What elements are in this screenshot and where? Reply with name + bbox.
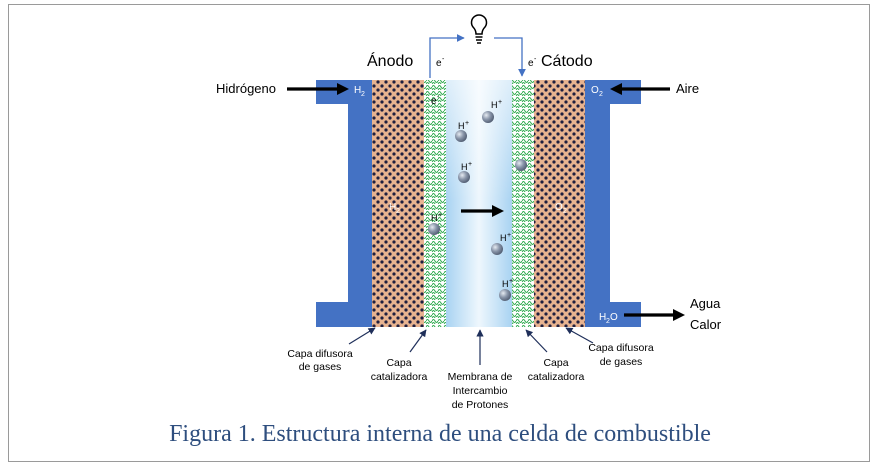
gdl-left-callout-line1: Capa difusora — [287, 348, 353, 360]
light-bulb-icon — [470, 14, 488, 44]
proton-6: H + — [491, 232, 511, 255]
svg-text:H: H — [491, 100, 498, 110]
proton-3: H + — [458, 161, 472, 183]
gdl-right-pointer — [565, 327, 594, 344]
svg-text:2: 2 — [606, 318, 610, 325]
figure-caption: Figura 1. Estructura interna de una celd… — [169, 421, 711, 447]
o2-gdl-label: O 2 — [555, 202, 567, 215]
svg-text:H: H — [389, 202, 396, 213]
catalyst-left-callout-line1: Capa — [386, 357, 411, 369]
anode-plate — [316, 80, 372, 327]
svg-text:e: e — [436, 58, 442, 69]
proton-1: H + — [482, 99, 502, 123]
gdl-left-pointer — [348, 327, 376, 345]
proton-4 — [515, 159, 527, 171]
svg-text:-: - — [442, 56, 445, 63]
h2-gdl-label: H 2 — [389, 202, 400, 215]
svg-text:O: O — [555, 202, 563, 213]
svg-text:H: H — [599, 312, 606, 323]
anode-catalyst-layer — [424, 80, 446, 327]
svg-text:-: - — [437, 94, 440, 101]
svg-text:2: 2 — [599, 91, 603, 98]
cathode-plate — [585, 80, 641, 327]
proton-2: H + — [455, 120, 469, 142]
o2-inlet-label: O 2 — [591, 85, 603, 98]
air-label: Aire — [676, 81, 699, 96]
cathode-catalyst-layer — [512, 80, 534, 327]
membrane-callout-line1: Membrana de — [448, 371, 513, 383]
svg-text:H: H — [354, 85, 361, 96]
svg-text:H: H — [500, 233, 507, 243]
gdl-right-callout-line2: de gases — [600, 356, 643, 368]
svg-text:+: + — [509, 278, 513, 285]
svg-text:H: H — [461, 162, 468, 172]
svg-text:+: + — [507, 232, 511, 239]
electron-circuit-left — [429, 34, 465, 78]
proton-7: H + — [499, 278, 513, 301]
cathode-gas-diffusion-layer — [534, 80, 585, 327]
catalyst-right-callout-line2: catalizadora — [528, 371, 585, 383]
electron-circuit-right — [494, 37, 526, 77]
catalyst-right-callout-line1: Capa — [543, 357, 568, 369]
svg-text:+: + — [498, 99, 502, 106]
cathode-label: Cátodo — [541, 53, 593, 70]
svg-text:-: - — [534, 56, 537, 63]
h2o-outlet-label: H 2 O — [599, 312, 618, 325]
proton-5: H + — [428, 212, 442, 235]
figure-frame — [8, 4, 870, 462]
svg-text:+: + — [465, 120, 469, 127]
hydrogen-label: Hidrógeno — [216, 81, 276, 96]
svg-text:2: 2 — [396, 208, 400, 215]
svg-text:e: e — [528, 58, 534, 69]
svg-text:e: e — [431, 96, 437, 107]
gdl-right-callout-line1: Capa difusora — [588, 342, 654, 354]
svg-text:H: H — [431, 213, 438, 223]
membrane-callout-line2: Intercambio — [453, 385, 508, 397]
anode-label: Ánodo — [367, 51, 413, 70]
electron-label-right: e - — [528, 56, 537, 69]
h2-inlet-label: H 2 — [354, 85, 365, 98]
svg-text:2: 2 — [563, 208, 567, 215]
anode-gas-diffusion-layer — [372, 80, 424, 327]
svg-text:H: H — [458, 121, 465, 131]
gdl-left-callout-line2: de gases — [299, 361, 342, 373]
electron-label-left: e - — [436, 56, 445, 69]
catalyst-left-callout-line2: catalizadora — [371, 371, 428, 383]
svg-text:2: 2 — [361, 91, 365, 98]
catalyst-left-pointer — [409, 329, 427, 353]
electron-label-inner: e - — [431, 94, 440, 107]
catalyst-right-pointer — [525, 329, 548, 353]
svg-text:O: O — [591, 85, 599, 96]
svg-text:H: H — [502, 279, 509, 289]
svg-text:O: O — [610, 312, 618, 323]
svg-text:+: + — [468, 161, 472, 168]
svg-text:+: + — [438, 212, 442, 219]
heat-label: Calor — [690, 317, 722, 332]
water-label: Agua — [690, 296, 721, 311]
membrane-callout-line3: de Protones — [452, 399, 509, 411]
